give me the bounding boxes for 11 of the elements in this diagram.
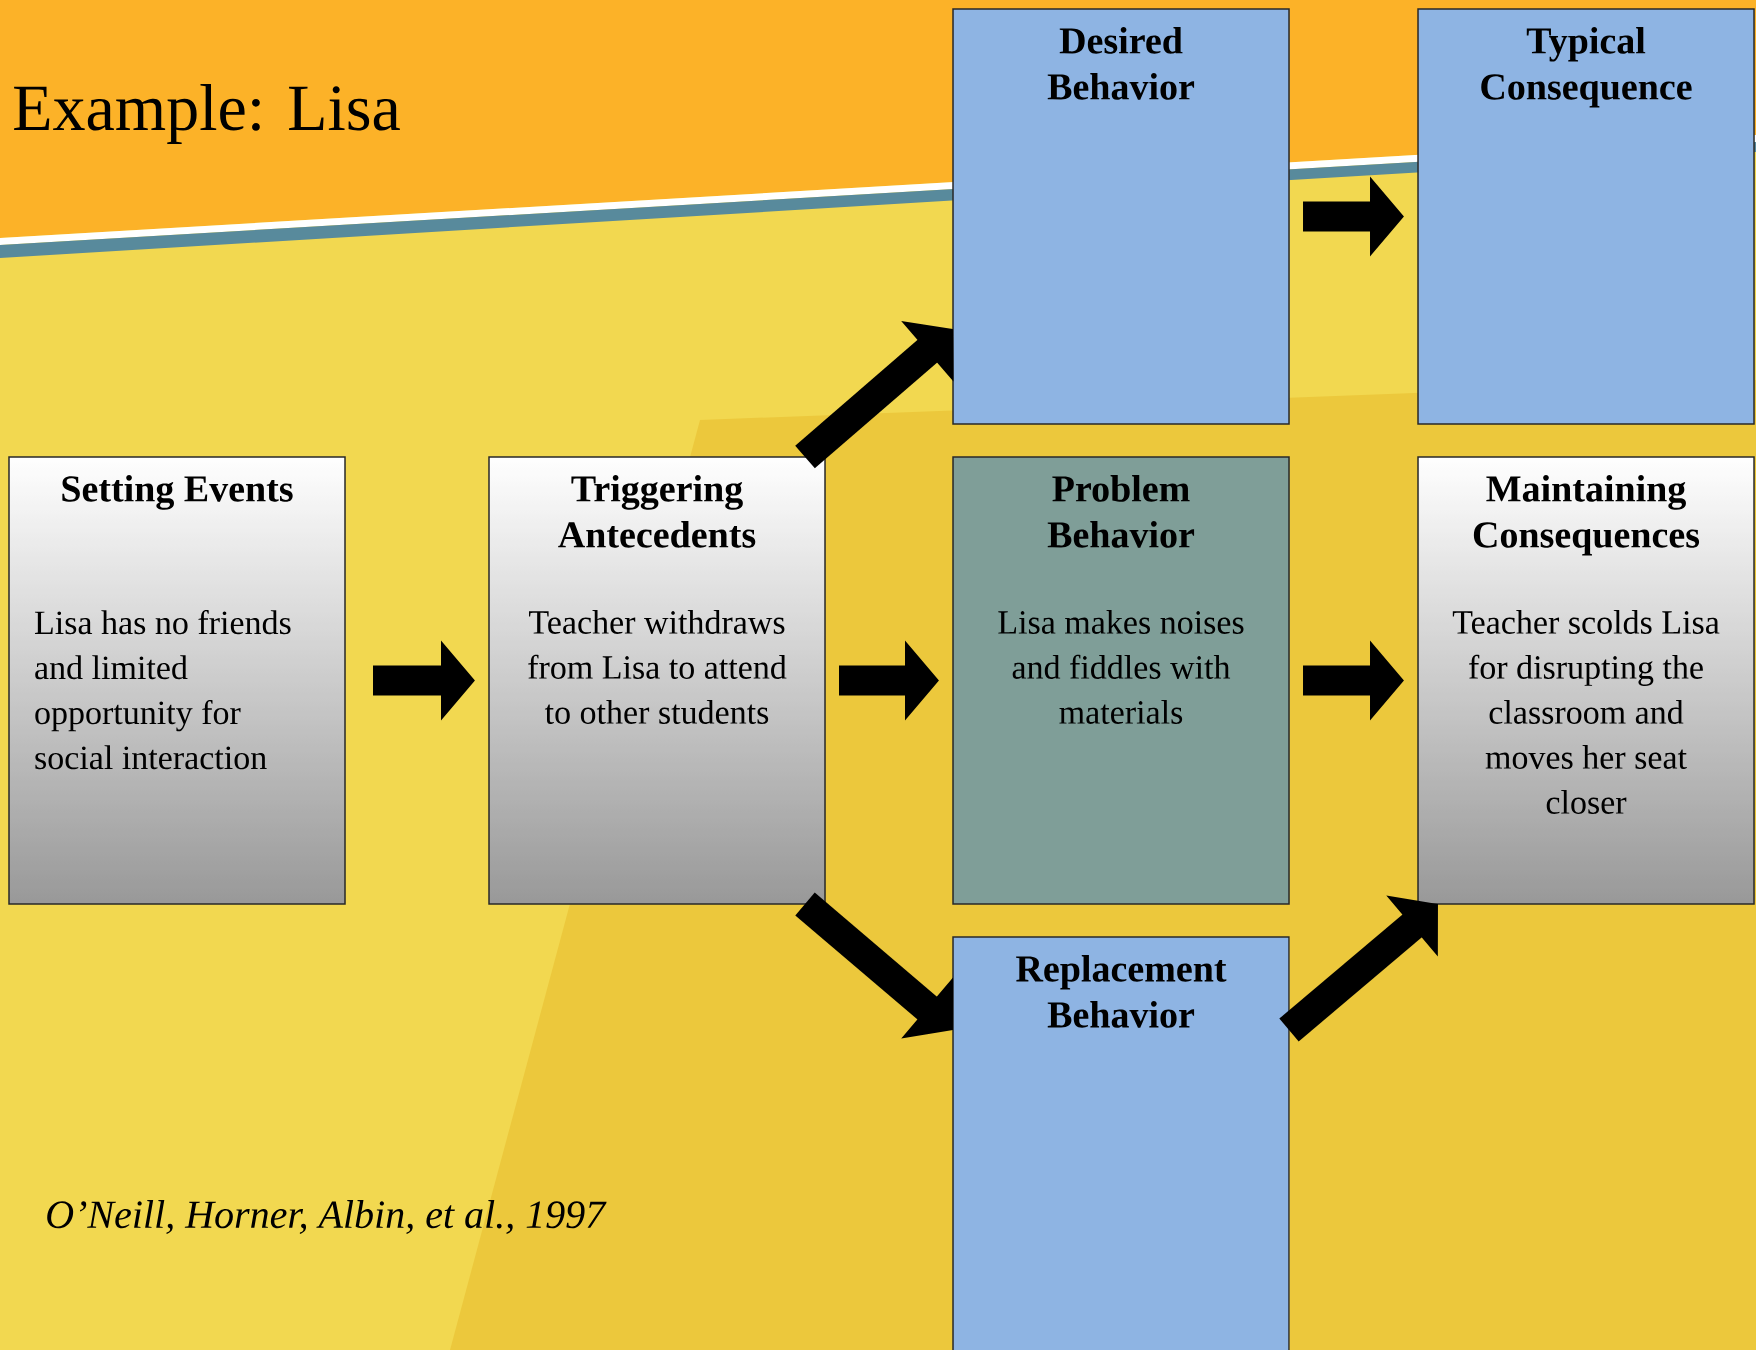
process-box: Problem Behavior Lisa makes noises and fiddles with materials: [952, 456, 1290, 905]
process-box: Setting Events Lisa has no friends and limited opportunity for social interaction: [8, 456, 346, 905]
process-box: Desired Behavior: [952, 8, 1290, 425]
process-box: Typical Consequence: [1417, 8, 1755, 425]
citation: O’Neill, Horner, Albin, et al., 1997: [47, 1200, 607, 1234]
block-arrow: [795, 321, 954, 469]
slide-title: Example: Lisa: [14, 84, 400, 144]
process-box: Replacement Behavior: [952, 936, 1290, 1350]
process-box: Maintaining Consequences Teacher scolds Lisa for disrupting the classroom and moves her seat closer: [1417, 456, 1755, 905]
block-arrow: [1279, 895, 1438, 1042]
process-box: Triggering Antecedents Teacher withdraws from Lisa to attend to other students: [488, 456, 826, 905]
